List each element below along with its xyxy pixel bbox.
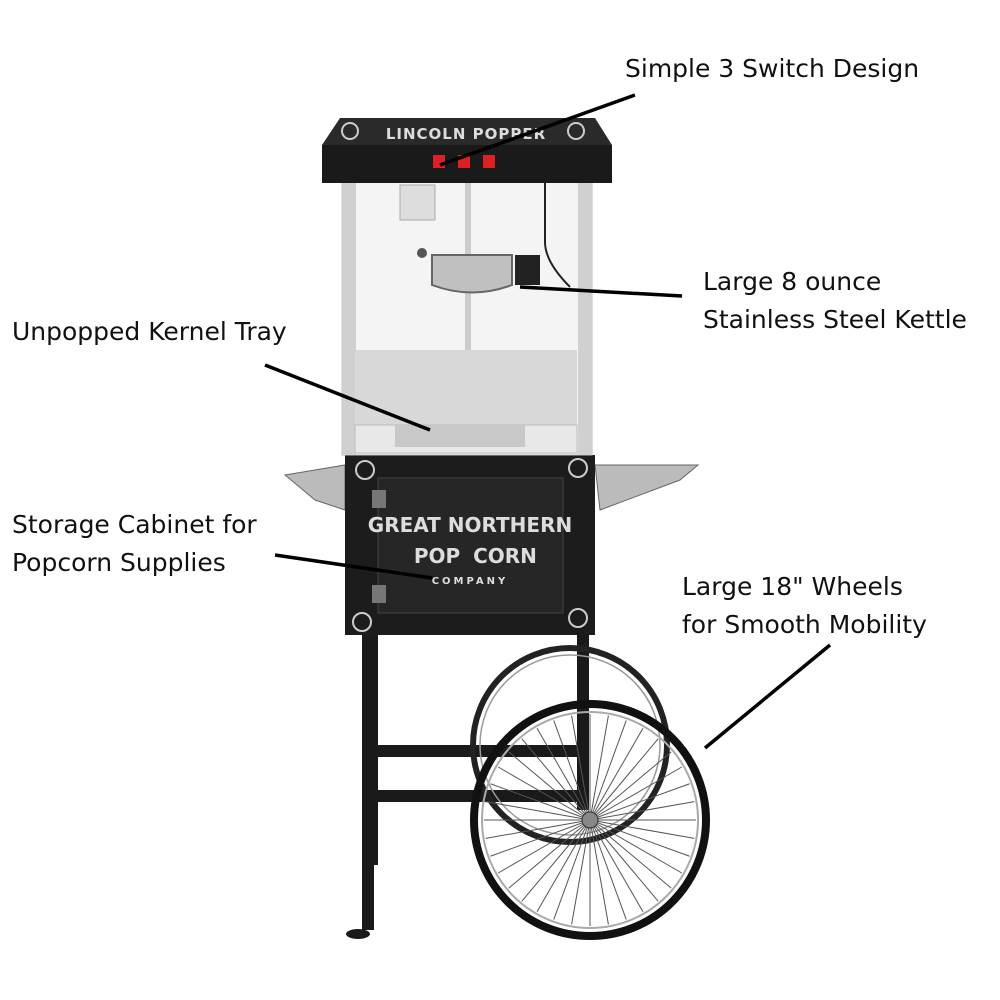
wheel-spoke (536, 819, 591, 913)
wheel-spoke (589, 801, 695, 821)
leader-wheels (703, 643, 832, 750)
wheel-spoke (589, 819, 627, 920)
wheel-spoke (589, 819, 644, 913)
wheel-spoke (521, 738, 591, 821)
wheel-spoke (589, 819, 609, 925)
callout-kettle-2: Stainless Steel Kettle (703, 305, 967, 334)
brand-logo-company: COMPANY (432, 576, 509, 587)
callout-cabinet-1: Storage Cabinet for (12, 510, 257, 539)
wheel-spoke (553, 819, 591, 920)
wheel-spoke (589, 819, 695, 839)
callout-cabinet-2: Popcorn Supplies (12, 548, 226, 577)
wheel-spoke (571, 715, 591, 821)
front-wheel (470, 700, 710, 940)
wheel-spoke (490, 783, 591, 821)
wheel-spoke (589, 766, 683, 821)
wheel-spoke (589, 715, 609, 821)
leader-cabinet (274, 553, 433, 580)
wheel-spoke (490, 819, 591, 857)
popper-roof: LINCOLN POPPER (322, 118, 612, 183)
callout-wheels-1: Large 18" Wheels (682, 572, 903, 601)
brand-logo-pop: POP (414, 544, 460, 568)
wheel-spoke (589, 720, 627, 821)
kettle (431, 254, 513, 294)
right-shelf (594, 464, 700, 511)
wheel-spoke (508, 819, 591, 889)
wheel-spoke (497, 819, 591, 874)
wheel-spoke (589, 819, 690, 857)
wheel-spoke (589, 751, 672, 821)
wheel-spoke (571, 819, 591, 925)
brand-logo-line1: GREAT NORTHERN (368, 513, 572, 537)
switch-1[interactable] (433, 155, 445, 168)
callout-wheels-2: for Smooth Mobility (682, 610, 927, 639)
kernel-tray (395, 425, 525, 447)
wheel-spoke (485, 801, 591, 821)
wheel-spoke (553, 720, 591, 821)
wheel-spoke (521, 819, 591, 902)
wheel-spoke (497, 766, 591, 821)
callout-tray: Unpopped Kernel Tray (12, 317, 287, 346)
wheel-spoke (589, 783, 690, 821)
marquee-text: LINCOLN POPPER (386, 125, 546, 143)
wheel-spoke (589, 819, 659, 902)
wheel-spoke (589, 819, 683, 874)
storage-cabinet: GREAT NORTHERN POP CORN COMPANY (345, 455, 595, 635)
cart-frame (346, 630, 589, 939)
switch-3[interactable] (483, 155, 495, 168)
wheel-spoke (589, 727, 644, 821)
callout-kettle-1: Large 8 ounce (703, 267, 881, 296)
wheel-spoke (589, 819, 672, 889)
leader-tray (264, 363, 431, 432)
leader-kettle (519, 285, 683, 298)
wheel-spoke (589, 738, 659, 821)
left-shelf (283, 464, 346, 511)
wheel-spoke (508, 751, 591, 821)
wheel-spoke (536, 727, 591, 821)
leader-switches (439, 93, 636, 167)
callout-switches: Simple 3 Switch Design (625, 54, 919, 83)
popper-cabinet (341, 179, 593, 456)
wheel-spoke (485, 819, 591, 839)
brand-logo-corn: CORN (473, 544, 537, 568)
